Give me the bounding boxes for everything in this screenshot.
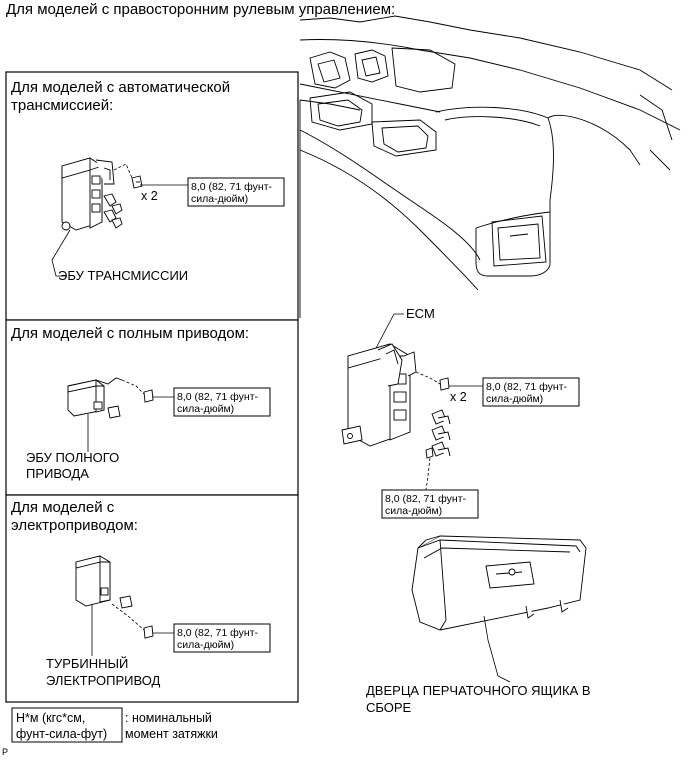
corner-mark: P (2, 747, 8, 757)
torque-unit: сила-дюйм) (486, 393, 543, 405)
leader-dashed (111, 603, 145, 631)
leader-dashed (121, 379, 145, 395)
leader-dashed (415, 371, 441, 385)
torque-box (173, 387, 271, 417)
page-title: Для моделей с правосторонним рулевым упр… (6, 1, 395, 18)
panel-electric-drive: Для моделей с электроприводом: 8,0 (82, … (5, 494, 299, 703)
torque-unit: сила-дюйм) (177, 403, 234, 415)
bolt-icon (131, 175, 143, 189)
torque-value: 8,0 (82, 71 фунт- (385, 493, 466, 505)
legend-unit: Н*м (кгс*см, (16, 711, 85, 725)
panel-all-wheel-drive: Для моделей с полным приводом: 8,0 (82, … (5, 319, 299, 496)
panel-title: трансмиссией: (11, 97, 113, 114)
torque-box (381, 489, 479, 519)
torque-unit: сила-дюйм) (385, 505, 442, 517)
torque-unit: сила-дюйм) (177, 639, 234, 651)
torque-legend: Н*м (кгс*см, фунт-сила-фут) : номинальны… (11, 707, 218, 743)
component-label: ЭЛЕКТРОПРИВОД (46, 673, 161, 688)
leader-line (483, 615, 511, 683)
component-label: ПРИВОДА (26, 466, 89, 481)
transmission-ecu-drawing (61, 157, 123, 231)
leader-line (51, 229, 71, 277)
glovebox-door: ДВЕРЦА ПЕРЧАТОЧНОГО ЯЩИКА В СБОРЕ (366, 535, 591, 715)
bolt-icon (425, 447, 434, 459)
component-label: ТУРБИННЫЙ (46, 656, 128, 671)
turbine-actuator-drawing (75, 555, 133, 609)
torque-value: 8,0 (82, 71 фунт- (486, 381, 567, 393)
torque-unit: сила-дюйм) (191, 193, 248, 205)
bolt-icon (439, 377, 450, 391)
panel-frame (5, 494, 299, 703)
panel-automatic-transmission: Для моделей с автоматической трансмиссие… (5, 71, 299, 321)
component-label: ЭБУ ТРАНСМИССИИ (58, 268, 188, 283)
bolt-icon (143, 389, 154, 403)
torque-box (173, 623, 271, 653)
panel-title: Для моделей с полным приводом: (11, 325, 249, 342)
torque-box (187, 177, 285, 207)
legend-description: момент затяжки (125, 727, 218, 741)
leader-dashed (425, 457, 431, 491)
glovebox-label: СБОРЕ (366, 700, 412, 715)
awd-ecu-drawing (67, 377, 123, 419)
torque-value: 8,0 (82, 71 фунт- (177, 627, 258, 639)
panel-title: Для моделей с (11, 499, 115, 516)
legend-unit: фунт-сила-фут) (16, 727, 107, 741)
leader-line (373, 313, 404, 353)
torque-value: 8,0 (82, 71 фунт- (191, 181, 272, 193)
legend-box (11, 707, 123, 743)
glovebox-label: ДВЕРЦА ПЕРЧАТОЧНОГО ЯЩИКА В (366, 683, 591, 698)
bolt-count: x 2 (450, 390, 467, 404)
torque-box (482, 377, 580, 407)
ecm-label: ECM (406, 306, 435, 321)
bolt-icon (143, 625, 154, 639)
torque-value: 8,0 (82, 71 фунт- (177, 391, 258, 403)
ecm-drawing (341, 343, 451, 457)
glovebox-drawing (411, 535, 587, 631)
ecm-assembly: ECM x 2 (341, 306, 580, 519)
panel-title: электроприводом: (11, 517, 138, 534)
panel-title: Для моделей с автоматической (11, 79, 230, 96)
bolt-count: x 2 (141, 189, 158, 203)
component-label: ЭБУ ПОЛНОГО (26, 450, 119, 465)
legend-description: : номинальный (125, 711, 212, 725)
dashboard-illustration (299, 15, 681, 318)
